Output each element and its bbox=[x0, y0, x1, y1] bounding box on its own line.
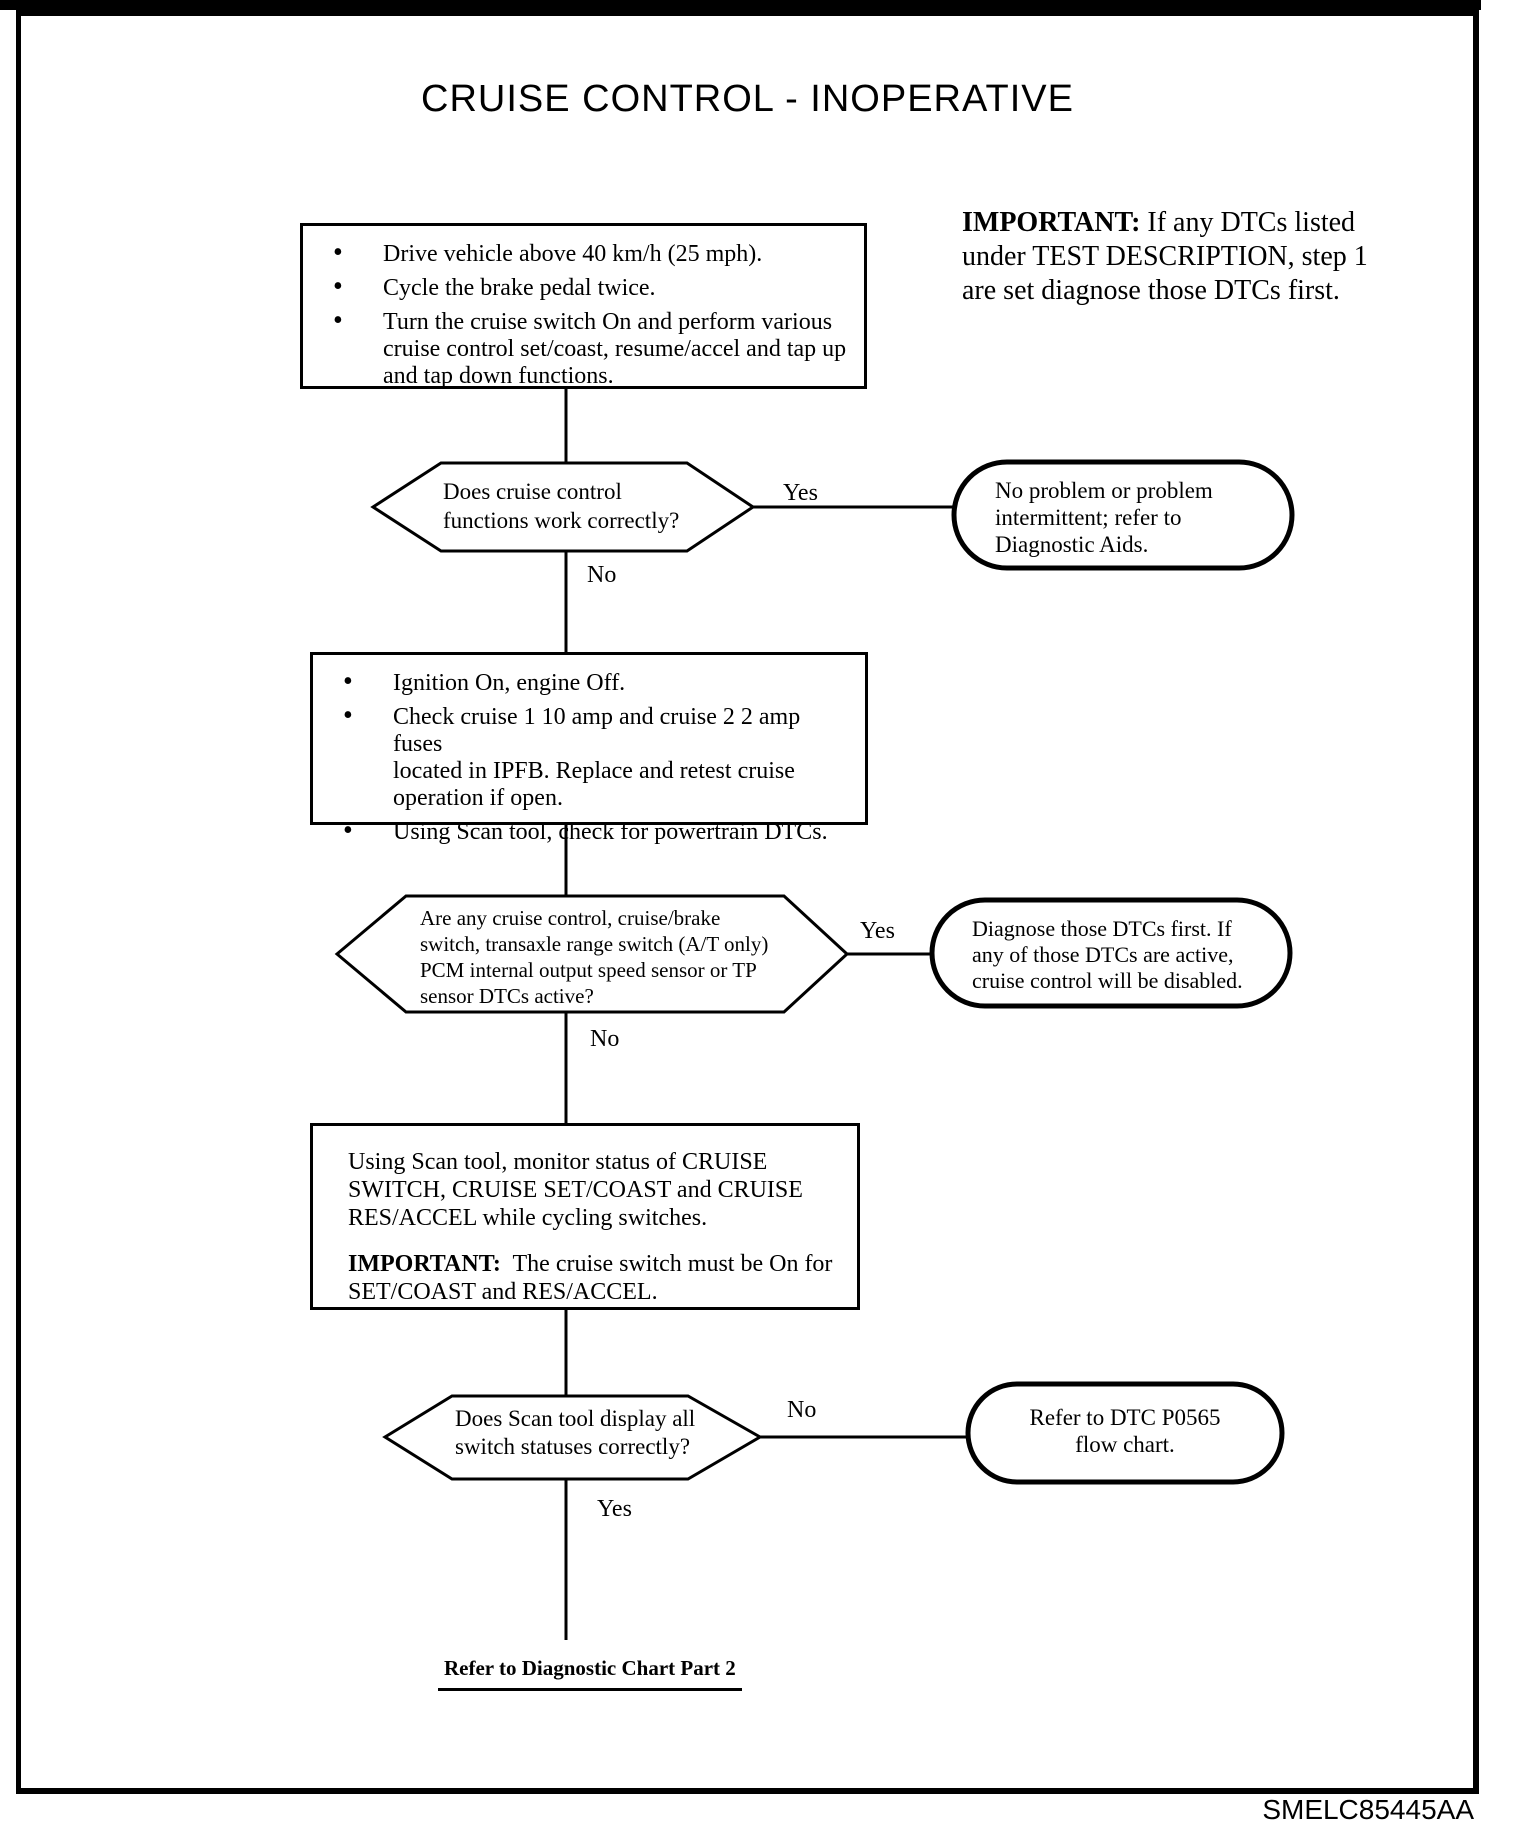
important-label: IMPORTANT: bbox=[348, 1251, 501, 1277]
step2-process-box: Ignition On, engine Off. Check cruise 1 … bbox=[310, 652, 868, 845]
important-note: IMPORTANT: If any DTCs listed under TEST… bbox=[962, 207, 1368, 306]
decision3-question: Does Scan tool display all switch status… bbox=[455, 1406, 696, 1459]
decision2-yes-label: Yes bbox=[860, 918, 895, 944]
decision2-no-label: No bbox=[590, 1026, 620, 1052]
list-item: Turn the cruise switch On and perform va… bbox=[303, 307, 850, 390]
decision3-yes-label: Yes bbox=[597, 1496, 632, 1522]
step3-important: IMPORTANT: The cruise switch must be On … bbox=[348, 1251, 833, 1305]
decision3-no-label: No bbox=[787, 1397, 817, 1423]
terminal1-text: No problem or problem intermittent; refe… bbox=[995, 478, 1213, 557]
list-item: Using Scan tool, check for powertrain DT… bbox=[313, 817, 851, 846]
decision1-no-label: No bbox=[587, 562, 617, 588]
document-code: SMELC85445AA bbox=[1262, 1794, 1474, 1825]
step3-paragraph: Using Scan tool, monitor status of CRUIS… bbox=[348, 1149, 803, 1231]
page-title: CRUISE CONTROL - INOPERATIVE bbox=[421, 78, 1074, 120]
scan-top-bar bbox=[0, 0, 1481, 10]
step3-process-box: Using Scan tool, monitor status of CRUIS… bbox=[310, 1123, 860, 1310]
decision2-question: Are any cruise control, cruise/brake swi… bbox=[420, 906, 769, 1008]
important-label: IMPORTANT: bbox=[962, 207, 1141, 238]
step1-bullet-list: Drive vehicle above 40 km/h (25 mph). Cy… bbox=[303, 239, 850, 390]
list-item: Drive vehicle above 40 km/h (25 mph). bbox=[303, 239, 850, 268]
terminal2-text: Diagnose those DTCs first. If any of tho… bbox=[972, 916, 1243, 993]
decision1-yes-label: Yes bbox=[783, 480, 818, 506]
terminal3-text: Refer to DTC P0565 flow chart. bbox=[1029, 1405, 1221, 1457]
list-item: Check cruise 1 10 amp and cruise 2 2 amp… bbox=[313, 702, 851, 812]
decision1-question: Does cruise control functions work corre… bbox=[443, 479, 680, 533]
step2-bullet-list: Ignition On, engine Off. Check cruise 1 … bbox=[313, 668, 851, 846]
list-item: Ignition On, engine Off. bbox=[313, 668, 851, 697]
list-item: Cycle the brake pedal twice. bbox=[303, 273, 850, 302]
page-border-frame bbox=[16, 6, 1479, 1794]
step1-process-box: Drive vehicle above 40 km/h (25 mph). Cy… bbox=[300, 223, 867, 389]
footer-reference: Refer to Diagnostic Chart Part 2 bbox=[438, 1656, 742, 1691]
